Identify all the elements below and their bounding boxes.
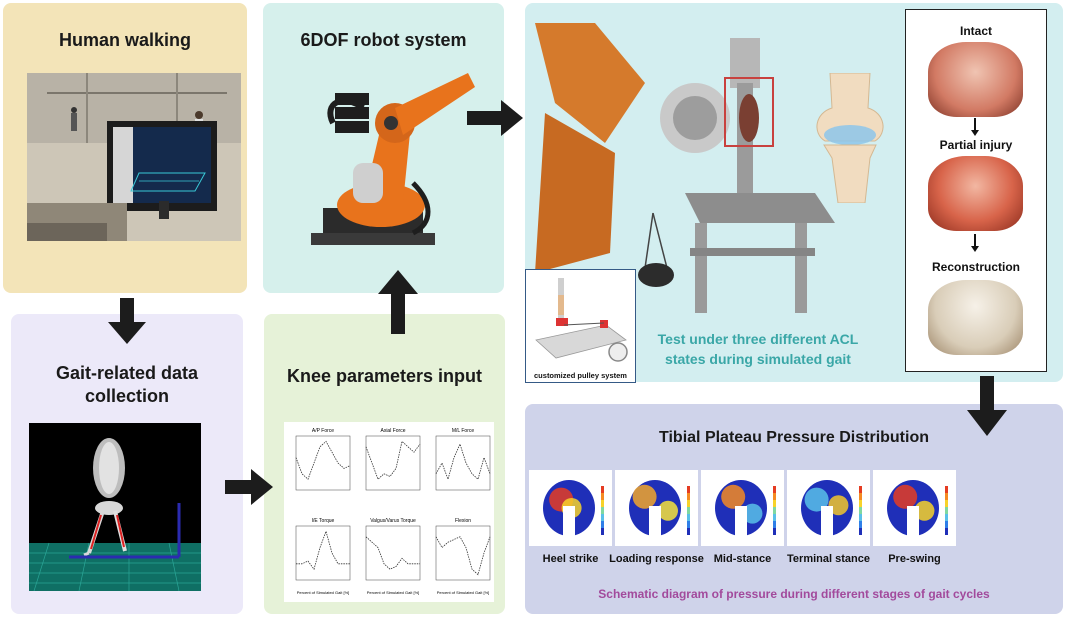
pressure-footer-caption: Schematic diagram of pressure during dif… [598, 587, 990, 601]
arrow-right-icon [467, 100, 523, 136]
human-walking-photo [27, 73, 241, 241]
specimen-highlight-box [724, 77, 774, 147]
pressure-heatmap-mid-stance [701, 470, 784, 546]
acl-test-panel: customized pulley system Intact Partial … [525, 3, 1063, 383]
human-walking-panel: Human walking [3, 3, 247, 293]
arrow-down-icon [974, 118, 976, 132]
knee-chart-xlabel: Percent of Simulated Gait [%] [297, 590, 349, 595]
knee-chart-curve [365, 536, 420, 570]
acl-states-column: Intact Partial injury Reconstruction [905, 9, 1047, 372]
pressure-distribution-title: Tibial Plateau Pressure Distribution [659, 429, 929, 446]
acl-state-partial-injury-label: Partial injury [939, 138, 1013, 152]
pressure-heatmap-heel-strike [529, 470, 612, 546]
knee-chart-title: I/E Torque [312, 518, 335, 524]
knee-chart-title: A/P Force [312, 428, 334, 434]
arrow-down-icon [108, 298, 146, 344]
acl-test-caption: Test under three different ACL states du… [657, 331, 859, 367]
pressure-stage-label: Heel strike [542, 553, 599, 565]
knee-chart-xlabel: Percent of Simulated Gait [%] [437, 590, 489, 595]
knee-parameters-panel: Knee parameters input A/P Force Axial For… [264, 314, 505, 614]
pressure-stage-label: Terminal stance [787, 553, 870, 565]
gait-data-title: Gait-related data collection [55, 363, 199, 406]
knee-chart-title: Valgus/Varus Torque [370, 518, 416, 524]
gait-skeleton-render [29, 423, 201, 591]
reconstruction-specimen-photo [928, 280, 1023, 355]
partial-injury-specimen-photo [928, 156, 1023, 231]
gait-data-panel: Gait-related data collection [11, 314, 243, 614]
acl-state-reconstruction-label: Reconstruction [931, 260, 1020, 274]
pressure-heatmap-loading-response [615, 470, 698, 546]
arrow-down-icon [974, 234, 976, 248]
knee-chart-title: M/L Force [452, 428, 475, 434]
arrow-right-icon [225, 469, 273, 505]
knee-chart-curve [365, 440, 421, 480]
pressure-stage-label: Pre-swing [888, 553, 941, 565]
musculoskeletal-model [29, 438, 201, 591]
knee-anatomy-illustration [816, 73, 884, 203]
pulley-system-label: customized pulley system [534, 371, 627, 380]
robot-system-panel: 6DOF robot system [263, 3, 504, 293]
knee-chart-curve [295, 440, 351, 480]
knee-chart-1: Axial Force [365, 428, 421, 491]
robot-arm-illustration [311, 73, 475, 245]
knee-chart-0: A/P Force [295, 428, 351, 491]
pressure-heatmap-terminal-stance [787, 470, 870, 546]
knee-chart-title: Flexion [455, 518, 471, 524]
arrow-up-icon [378, 270, 418, 334]
pressure-heatmap-pre-swing [873, 470, 956, 546]
pressure-distribution-panel: Tibial Plateau Pressure Distribution Sch… [525, 404, 1063, 614]
knee-chart-xlabel: Percent of Simulated Gait [%] [367, 590, 419, 595]
knee-chart-curve [296, 530, 350, 571]
pressure-stage-label: Loading response [609, 553, 704, 565]
gait-lab-illustration [27, 73, 241, 241]
knee-chart-2: M/L Force [435, 428, 491, 491]
robot-test-rig-photo [535, 23, 835, 313]
knee-chart-curve [435, 442, 491, 481]
arrow-down-icon [967, 376, 1007, 436]
robot-system-title: 6DOF robot system [300, 30, 467, 50]
intact-specimen-photo [928, 42, 1023, 117]
knee-parameters-title: Knee parameters input [286, 366, 483, 386]
knee-chart-curve [435, 536, 491, 576]
pressure-stage-label: Mid-stance [713, 553, 772, 565]
pulley-system-inset: customized pulley system [525, 269, 636, 383]
human-walking-title: Human walking [58, 30, 192, 50]
pulley-system-illustration [535, 278, 628, 362]
acl-state-intact-label: Intact [959, 24, 992, 38]
knee-chart-title: Axial Force [380, 428, 405, 434]
